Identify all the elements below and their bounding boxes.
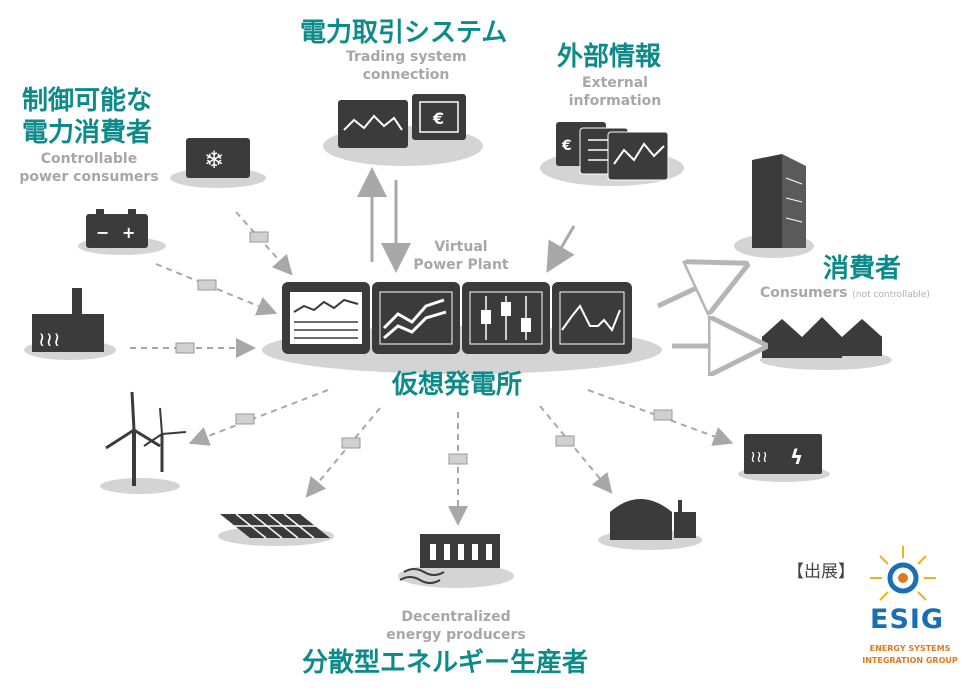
svg-text:≀≀≀: ≀≀≀ xyxy=(38,327,61,351)
wind-turbine-icon xyxy=(100,391,187,494)
controllable-label-en-1: Controllable xyxy=(40,151,138,167)
solar-panel-icon xyxy=(218,513,334,546)
vpp-title-jp: 仮想発電所 xyxy=(392,370,523,400)
external-title-jp: 外部情報 xyxy=(557,42,662,72)
svg-text:−: − xyxy=(96,223,109,242)
external-label-en-2: information xyxy=(568,93,662,109)
trading-chart-icon: € xyxy=(323,94,483,166)
biogas-tank-icon xyxy=(598,499,702,550)
vpp-label-en-2: Power Plant xyxy=(413,257,509,273)
external-info-icon: € xyxy=(540,122,684,186)
consumers-title-jp: 消費者 xyxy=(823,254,902,284)
decentral-label-en-1: Decentralized xyxy=(401,609,511,625)
svg-text:❄: ❄ xyxy=(204,146,224,174)
svg-text:+: + xyxy=(122,223,135,242)
arrow-external-to-vpp xyxy=(546,225,576,273)
esig-logo-sub-2: INTEGRATION GROUP xyxy=(862,656,958,665)
consumers-label-main: Consumers xyxy=(760,285,848,301)
svg-text:≀≀≀: ≀≀≀ xyxy=(750,447,768,466)
consumers-label-en: Consumers (not controllable) xyxy=(760,284,930,304)
esig-logo-sub-1: ENERGY SYSTEMS xyxy=(869,644,951,653)
external-label-en-1: External xyxy=(582,75,648,91)
power-unit-icon: ≀≀≀ ϟ xyxy=(738,434,830,482)
arrow-vpp-to-office xyxy=(656,276,722,306)
esig-logo-text: ESIG xyxy=(870,604,945,635)
decentral-label-en-2: energy producers xyxy=(386,627,526,643)
source-prefix: 【出展】 xyxy=(787,562,855,582)
battery-icon: − + xyxy=(78,209,166,255)
houses-icon xyxy=(760,314,892,370)
snowflake-icon: ❄ xyxy=(170,138,266,188)
vpp-screens-icon xyxy=(262,282,662,374)
esig-logo-icon xyxy=(870,546,936,601)
trading-label-en-2: connection xyxy=(362,67,450,83)
office-building-icon xyxy=(734,154,814,258)
trading-title-jp: 電力取引システム xyxy=(300,18,508,48)
consumers-label-note: (not controllable) xyxy=(852,290,930,300)
controllable-title-jp-2: 電力消費者 xyxy=(22,118,153,148)
link-solar xyxy=(305,407,381,498)
factory-icon: ≀≀≀ xyxy=(24,288,116,360)
svg-text:€: € xyxy=(561,138,572,154)
controllable-title-jp-1: 制御可能な xyxy=(22,86,153,116)
svg-text:ϟ: ϟ xyxy=(790,445,803,469)
trading-label-en-1: Trading system xyxy=(346,49,467,65)
link-power-unit xyxy=(587,389,734,446)
svg-text:€: € xyxy=(432,109,444,128)
vpp-label-en-1: Virtual xyxy=(434,239,488,255)
data-packet-icon xyxy=(175,231,673,465)
hydro-plant-icon xyxy=(398,534,514,588)
link-wind xyxy=(188,389,329,446)
controllable-label-en-2: power consumers xyxy=(19,169,159,185)
decentral-title-jp: 分散型エネルギー生産者 xyxy=(302,648,589,678)
